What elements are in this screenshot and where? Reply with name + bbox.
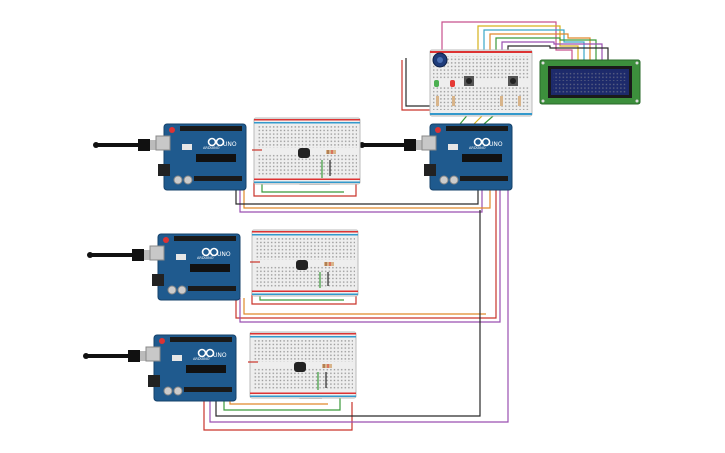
wire	[489, 33, 591, 62]
jumpers	[248, 149, 331, 390]
wire	[477, 25, 579, 62]
led-green-icon	[434, 80, 439, 87]
arduino-board-3	[83, 334, 237, 402]
breadboard-top	[429, 49, 533, 117]
arduino-board-main	[359, 123, 513, 191]
wire	[243, 298, 486, 315]
wire	[243, 188, 491, 209]
breadboard-1	[253, 117, 361, 185]
wire	[203, 398, 353, 431]
resistor-icon	[500, 96, 503, 106]
wire	[501, 41, 603, 62]
wire	[405, 58, 430, 107]
lcd-display	[539, 59, 641, 105]
wire	[239, 188, 483, 213]
led-red-icon	[450, 80, 455, 87]
wire	[235, 190, 497, 319]
wire	[215, 210, 481, 417]
arduino-brand-label: ARDUINO	[193, 357, 210, 361]
wire	[253, 178, 357, 197]
wire	[507, 45, 609, 62]
resistor-icon	[436, 96, 439, 106]
wire	[239, 190, 501, 323]
arduino-model-label: UNO	[223, 141, 237, 148]
wire	[401, 60, 432, 111]
resistor-icon	[518, 96, 521, 106]
wire	[483, 29, 585, 62]
arduino-brand-label: ARDUINO	[197, 256, 214, 260]
wire	[235, 188, 479, 205]
breadboard-2	[251, 229, 359, 297]
arduino-model-label: UNO	[489, 141, 503, 148]
wire	[229, 398, 328, 405]
arduino-board-1	[93, 123, 247, 191]
wire	[209, 190, 509, 423]
wire	[223, 394, 341, 411]
breadboard-3	[249, 331, 357, 399]
wire	[261, 182, 344, 193]
arduino-model-label: UNO	[213, 352, 227, 359]
arduino-model-label: UNO	[217, 251, 231, 258]
arduino-brand-label: ARDUINO	[469, 146, 486, 150]
arduino-brand-label: ARDUINO	[203, 146, 220, 150]
wire	[441, 21, 573, 62]
resistor-icon	[452, 96, 455, 106]
arduino-board-2	[87, 233, 241, 301]
